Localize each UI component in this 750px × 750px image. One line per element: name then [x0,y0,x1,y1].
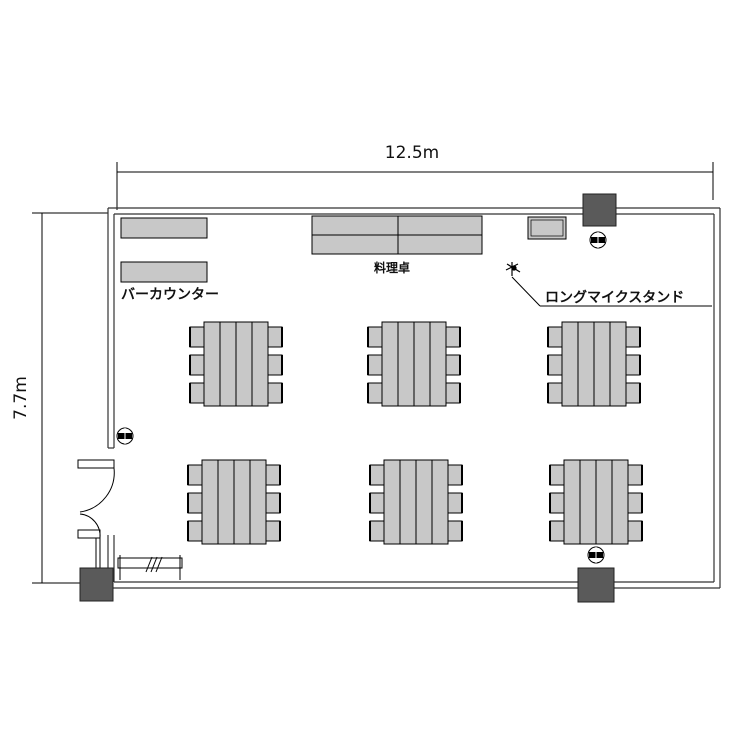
table-group [549,459,643,545]
height-dimension: 7.7m [11,212,108,584]
chair [367,326,383,348]
table-group [547,321,641,407]
width-dimension: 12.5m [116,143,714,210]
chair [547,354,563,376]
bar-counter: バーカウンター [120,217,219,303]
mic-stand-label: ロングマイクスタンド [545,289,684,306]
chair [265,520,281,542]
chair [265,464,281,486]
cooking-table: 料理卓 [311,215,483,275]
coat-rack [117,555,183,580]
chair [265,492,281,514]
chair [549,492,565,514]
chair [369,492,385,514]
chair [447,520,463,542]
side-table [527,216,567,240]
chair [187,520,203,542]
pillar-bottom-left [79,567,114,602]
pillar-bottom-right [577,567,615,603]
chair [625,326,641,348]
chair [369,520,385,542]
chair [549,464,565,486]
speaker-icon [116,427,134,445]
table-groups [187,321,643,545]
chair [445,382,461,404]
room-walls [107,207,721,589]
chair [625,382,641,404]
chair [547,326,563,348]
table-group [187,459,281,545]
chair [445,354,461,376]
chair [625,354,641,376]
chair [447,492,463,514]
chair [187,464,203,486]
table-group [367,321,461,407]
chair [549,520,565,542]
table-group [369,459,463,545]
bar-counter-label: バーカウンター [121,287,219,303]
chair [367,382,383,404]
pillars [79,193,617,603]
chair [627,464,643,486]
table-group [189,321,283,407]
entrance-door [77,459,115,570]
chair [189,354,205,376]
chair [627,520,643,542]
mic-stand: ロングマイクスタンド [505,262,712,307]
chair [267,354,283,376]
pillar-top-right [582,193,617,227]
chair [367,354,383,376]
speaker-icon [589,231,607,249]
chair [187,492,203,514]
chair [547,382,563,404]
chair [189,326,205,348]
speaker-icon [587,546,605,564]
chair [369,464,385,486]
mic-stand-icon [505,262,521,276]
chair [627,492,643,514]
chair [447,464,463,486]
chair [445,326,461,348]
chair [267,382,283,404]
chair [189,382,205,404]
cooking-table-label: 料理卓 [374,260,410,275]
chair [267,326,283,348]
width-dimension-label: 12.5m [385,143,439,163]
height-dimension-label: 7.7m [11,376,31,420]
